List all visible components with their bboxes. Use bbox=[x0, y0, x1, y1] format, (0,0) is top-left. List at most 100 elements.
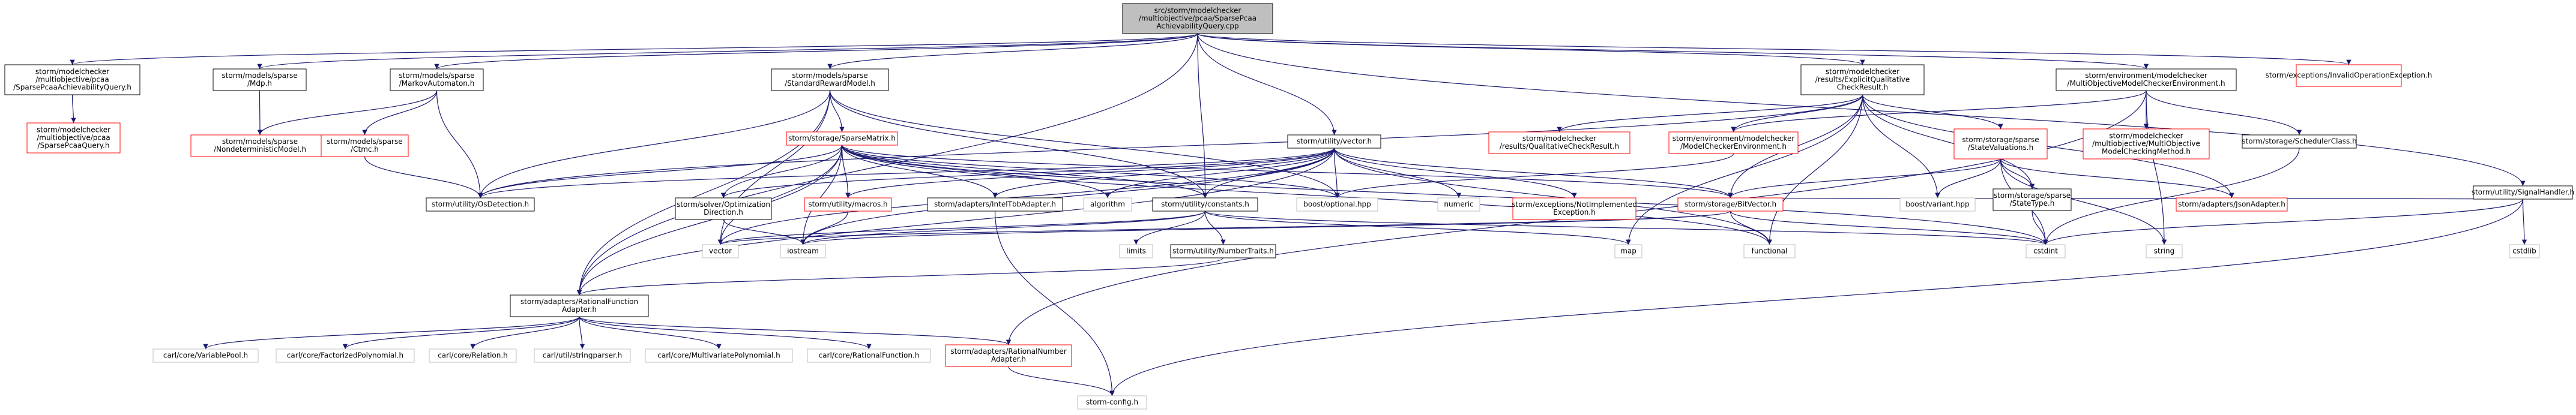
node-src-storm-modelchecker-multiobjective-pcaa-sparsepcaaachievabilityquery-cpp[interactable]: src/storm/modelchecker/multiobjective/pc… bbox=[1122, 3, 1273, 34]
node-storm-exceptions-invalidoperationexception-h[interactable]: storm/exceptions/InvalidOperationExcepti… bbox=[2266, 64, 2433, 87]
edge-ratfuncadapter-to-variablepool bbox=[203, 316, 580, 350]
node-storm-exceptions-notimplementedexception-h[interactable]: storm/exceptions/NotImplementedException… bbox=[1512, 197, 1637, 220]
edge-root-to-standardreward bbox=[827, 33, 1198, 70]
edge-constants-to-limits bbox=[1133, 210, 1206, 245]
node-box bbox=[1953, 128, 2048, 160]
node-label-line: /Ctmc.h bbox=[351, 145, 379, 154]
node-storm-models-sparse-ctmc-h[interactable]: storm/models/sparse/Ctmc.h bbox=[321, 134, 409, 157]
edge-constants-to-map bbox=[1204, 210, 1631, 245]
nodes-layer: src/storm/modelchecker/multiobjective/pc… bbox=[4, 3, 2574, 410]
node-label-line: /SparsePcaaAchievabilityQuery.h bbox=[13, 83, 131, 92]
node-label-line: src/storm/modelchecker bbox=[1154, 7, 1241, 15]
node-label-line: storm/utility/SignalHandler.h bbox=[2472, 188, 2574, 197]
node-storm-adapters-jsonadapter-h[interactable]: storm/adapters/JsonAdapter.h bbox=[2176, 197, 2288, 212]
node-storm-adapters-inteltbbadapter-h[interactable]: storm/adapters/IntelTbbAdapter.h bbox=[927, 197, 1063, 212]
node-label-line: storm/adapters/IntelTbbAdapter.h bbox=[934, 200, 1056, 209]
node-label-line: storm/storage/SparseMatrix.h bbox=[788, 134, 896, 143]
edge-envmc-to-boostoptional bbox=[1335, 153, 1734, 199]
node-carl-core-factorizedpolynomial-h: carl/core/FactorizedPolynomial.h bbox=[276, 348, 415, 363]
node-storm-utility-signalhandler-h[interactable]: storm/utility/SignalHandler.h bbox=[2472, 185, 2574, 200]
edge-numbertraits-to-ratfuncadapter bbox=[577, 257, 1224, 296]
node-storm-storage-sparse-statetype-h[interactable]: storm/storage/sparse/StateType.h bbox=[1992, 188, 2072, 211]
node-box bbox=[1083, 197, 1132, 212]
node-label-line: CheckResult.h bbox=[1837, 83, 1888, 92]
edge-standardreward-to-vector bbox=[717, 90, 831, 245]
edge-markovautomaton-to-nondetmodel bbox=[257, 90, 438, 136]
node-label-line: storm/utility/constants.h bbox=[1161, 200, 1249, 209]
edge-root-to-mdp bbox=[257, 33, 1198, 70]
edge-signalhandler-to-stormconfig bbox=[1109, 199, 2524, 396]
node-box bbox=[1296, 197, 1378, 212]
node-storm-storage-schedulerclass-h[interactable]: storm/storage/SchedulerClass.h bbox=[2242, 134, 2357, 149]
edge-ratfuncadapter-to-stringparser bbox=[579, 316, 585, 350]
node-storm-environment-modelchecker-modelcheckerenvironment-h[interactable]: storm/environment/modelchecker/ModelChec… bbox=[1668, 131, 1799, 154]
node-storm-models-sparse-nondeterministicmodel-h[interactable]: storm/models/sparse/NondeterministicMode… bbox=[190, 134, 330, 157]
node-storm-utility-vector-h[interactable]: storm/utility/vector.h bbox=[1287, 134, 1381, 149]
node-storm-modelchecker-multiobjective-pcaa-sparsepcaaquery-h[interactable]: storm/modelchecker/multiobjective/pcaa/S… bbox=[26, 122, 121, 154]
node-storm-storage-sparse-statevaluations-h[interactable]: storm/storage/sparse/StateValuations.h bbox=[1953, 128, 2048, 160]
node-carl-core-relation-h: carl/core/Relation.h bbox=[429, 348, 517, 363]
node-label-line: string bbox=[2154, 247, 2174, 255]
node-carl-core-variablepool-h: carl/core/VariablePool.h bbox=[152, 348, 259, 363]
node-label-line: /ModelCheckerEnvironment.h bbox=[1680, 142, 1787, 151]
node-box bbox=[1488, 131, 1630, 154]
node-storm-modelchecker-multiobjective-multiobjectivemodelcheckingmethod-h[interactable]: storm/modelchecker/multiobjective/MultiO… bbox=[2083, 128, 2210, 160]
node-box bbox=[1122, 3, 1273, 34]
edge-sparsepcaaach-to-sparsepcaaquery bbox=[71, 94, 76, 124]
node-label-line: storm/models/sparse bbox=[327, 137, 402, 146]
node-label-line: /MultiObjectiveModelCheckerEnvironment.h bbox=[2067, 79, 2225, 88]
node-storm-modelchecker-results-explicitqualitativecheckresult-h[interactable]: storm/modelchecker/results/ExplicitQuali… bbox=[1800, 64, 1925, 95]
node-box bbox=[1614, 244, 1642, 258]
node-label-line: boost/optional.hpp bbox=[1303, 200, 1371, 209]
node-storm-utility-numbertraits-h[interactable]: storm/utility/NumberTraits.h bbox=[1170, 244, 1276, 258]
node-label-line: carl/core/MultivariatePolynomial.h bbox=[657, 351, 780, 360]
node-storm-utility-osdetection-h[interactable]: storm/utility/OsDetection.h bbox=[426, 197, 535, 212]
node-label-line: carl/core/FactorizedPolynomial.h bbox=[287, 351, 403, 360]
edge-sparsematrix-to-bitvector bbox=[841, 145, 1733, 199]
node-box bbox=[4, 64, 140, 95]
edge-constants-to-cstdint bbox=[1204, 210, 2048, 245]
node-storm-config-h: storm-config.h bbox=[1077, 395, 1147, 410]
node-storm-models-sparse-mdp-h[interactable]: storm/models/sparse/Mdp.h bbox=[213, 68, 307, 91]
node-iostream: iostream bbox=[780, 244, 826, 258]
node-storm-modelchecker-results-qualitativecheckresult-h[interactable]: storm/modelchecker/results/QualitativeCh… bbox=[1488, 131, 1630, 154]
node-storm-utility-macros-h[interactable]: storm/utility/macros.h bbox=[804, 197, 892, 212]
node-box bbox=[2146, 244, 2183, 258]
node-label-line: limits bbox=[1126, 247, 1146, 255]
node-box bbox=[1287, 134, 1381, 149]
edge-ratnumadapter-to-stormconfig bbox=[1008, 366, 1115, 396]
edge-sparsematrix-to-constants bbox=[841, 145, 1208, 199]
node-storm-models-sparse-standardrewardmodel-h[interactable]: storm/models/sparse/StandardRewardModel.… bbox=[771, 68, 889, 91]
edge-signalhandler-to-bitvector bbox=[1730, 197, 2523, 203]
edge-vectorh-to-ratfuncadapter bbox=[576, 148, 1335, 296]
node-storm-storage-sparsematrix-h[interactable]: storm/storage/SparseMatrix.h bbox=[786, 131, 898, 146]
node-label-line: /multiobjective/pcaa bbox=[37, 134, 110, 142]
node-label-line: /multiobjective/pcaa/SparsePcaa bbox=[1139, 14, 1256, 23]
node-label-line: AchievabilityQuery.cpp bbox=[1156, 22, 1238, 31]
node-label-line: storm/utility/NumberTraits.h bbox=[1172, 247, 1274, 255]
node-storm-modelchecker-multiobjective-pcaa-sparsepcaaachievabilityquery-h[interactable]: storm/modelchecker/multiobjective/pcaa/S… bbox=[4, 64, 140, 95]
edge-sparsematrix-to-iostream bbox=[800, 145, 843, 245]
node-box bbox=[426, 197, 535, 212]
node-box bbox=[645, 348, 793, 363]
node-vector: vector bbox=[702, 244, 739, 258]
edge-ratfuncadapter-to-factorizedpoly bbox=[342, 316, 580, 350]
node-box bbox=[2056, 68, 2237, 91]
node-box bbox=[190, 134, 330, 157]
node-label-line: storm/storage/SchedulerClass.h bbox=[2242, 137, 2356, 146]
node-storm-utility-constants-h[interactable]: storm/utility/constants.h bbox=[1152, 197, 1258, 212]
node-label-line: storm/models/sparse bbox=[222, 71, 297, 80]
node-storm-models-sparse-markovautomaton-h[interactable]: storm/models/sparse/MarkovAutomaton.h bbox=[390, 68, 484, 91]
node-box bbox=[2296, 64, 2402, 87]
edges-layer bbox=[70, 33, 2527, 396]
node-storm-environment-modelchecker-multiobjectivemodelcheckerenvironment-h[interactable]: storm/environment/modelchecker/MultiObje… bbox=[2056, 68, 2237, 91]
edge-standardreward-to-osdetection bbox=[477, 90, 831, 199]
node-box bbox=[1743, 244, 1796, 258]
edge-explicitqual-to-boostvariant bbox=[1862, 94, 1940, 199]
node-storm-storage-bitvector-h[interactable]: storm/storage/BitVector.h bbox=[1677, 197, 1784, 212]
node-label-line: /StandardRewardModel.h bbox=[785, 79, 875, 88]
node-label-line: /results/QualitativeCheckResult.h bbox=[1500, 142, 1619, 151]
